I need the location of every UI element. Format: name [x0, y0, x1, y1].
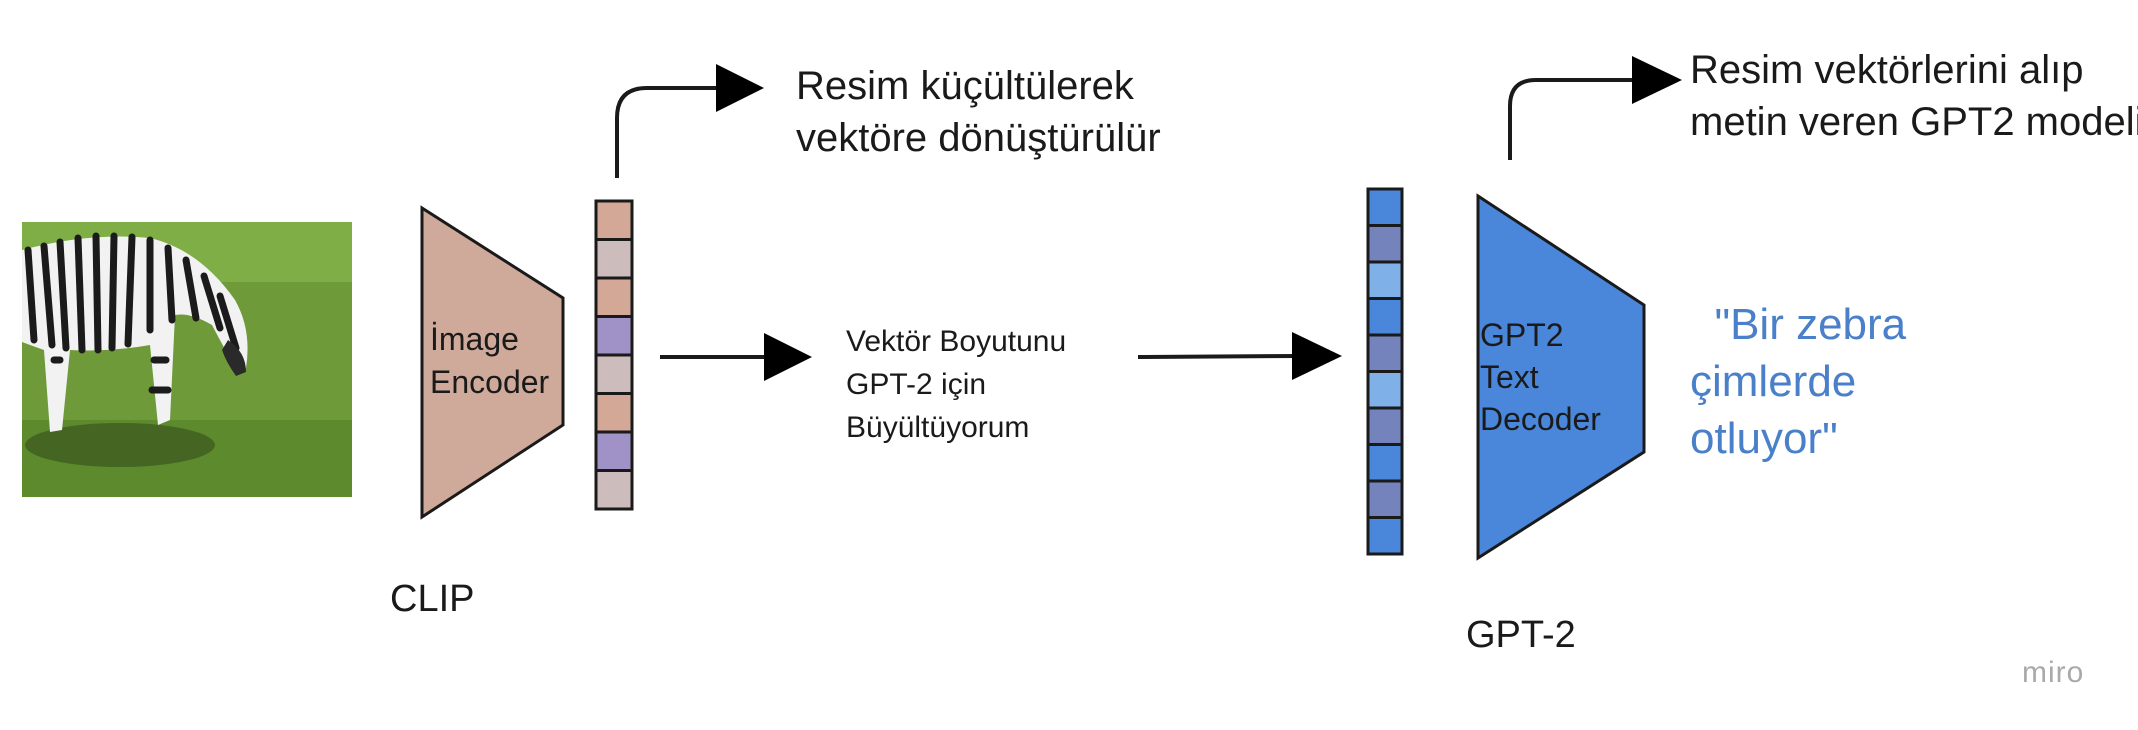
- middle-step-line-1: Vektör Boyutunu: [846, 325, 1067, 358]
- text-decoder-line-2: Text: [1480, 359, 1539, 395]
- image-encoder-line-2: Encoder: [430, 364, 550, 400]
- vector-cell: [594, 430, 634, 472]
- text-decoder-shape: [1476, 193, 1646, 561]
- vector-cell: [1366, 224, 1404, 264]
- clip-note-text: Resim küçültülerek vektöre dönüştürülür: [796, 60, 1161, 164]
- gpt-feature-vector: [1366, 187, 1404, 556]
- to-gpt-arrow-line: [1137, 354, 1301, 359]
- image-encoder-line-1: İmage: [430, 321, 519, 357]
- to-gpt-arrowhead: [1292, 332, 1342, 380]
- middle-step-line-3: Büyültüyorum: [846, 411, 1030, 444]
- middle-step-label: Vektör Boyutunu GPT-2 için Büyültüyorum: [846, 320, 1066, 449]
- to-middle-arrowhead: [764, 333, 812, 381]
- vector-cell: [594, 238, 634, 280]
- clip-note-line-1: Resim küçültülerek: [796, 64, 1134, 108]
- gpt-note-arrow: [1508, 78, 1640, 160]
- vector-cell: [1366, 370, 1404, 410]
- vector-cell: [594, 276, 634, 318]
- gpt-note-text: Resim vektörlerini alıp metin veren GPT2…: [1690, 44, 2138, 148]
- text-decoder-line-1: GPT2: [1480, 317, 1564, 353]
- gpt-note-line-2: metin veren GPT2 modeli: [1690, 100, 2138, 144]
- text-decoder-line-3: Decoder: [1480, 401, 1601, 437]
- vector-cell: [1366, 187, 1404, 227]
- vector-cell: [594, 353, 634, 395]
- vector-cell: [1366, 443, 1404, 483]
- middle-step-line-2: GPT-2 için: [846, 368, 987, 401]
- vector-cell: [1366, 406, 1404, 446]
- clip-title: CLIP: [390, 578, 475, 620]
- clip-feature-vector: [594, 199, 634, 511]
- clip-note-arrowhead: [716, 64, 764, 112]
- gpt-note-arrowhead: [1632, 56, 1682, 104]
- vector-cell: [594, 469, 634, 511]
- vector-cell: [594, 315, 634, 357]
- miro-watermark: miro: [2022, 656, 2085, 689]
- image-encoder-label: İmage Encoder: [430, 318, 549, 404]
- vector-cell: [594, 199, 634, 241]
- output-caption-line-1: "Bir zebra: [1690, 300, 1907, 349]
- gpt2-title: GPT-2: [1466, 614, 1576, 656]
- text-decoder-label: GPT2 Text Decoder: [1480, 314, 1601, 440]
- zebra-image: [22, 222, 352, 497]
- gpt-note-line-1: Resim vektörlerini alıp: [1690, 48, 2084, 92]
- vector-cell: [1366, 516, 1404, 556]
- clip-note-line-2: vektöre dönüştürülür: [796, 116, 1161, 160]
- vector-cell: [1366, 297, 1404, 337]
- vector-cell: [1366, 333, 1404, 373]
- output-caption: "Bir zebra çimlerde otluyor": [1690, 296, 1906, 467]
- vector-cell: [1366, 260, 1404, 300]
- output-caption-line-3: otluyor": [1690, 414, 1838, 463]
- vector-cell: [1366, 479, 1404, 519]
- image-encoder-shape: [420, 205, 565, 520]
- output-caption-line-2: çimlerde: [1690, 357, 1857, 406]
- vector-cell: [594, 392, 634, 434]
- clip-note-arrow: [615, 86, 720, 178]
